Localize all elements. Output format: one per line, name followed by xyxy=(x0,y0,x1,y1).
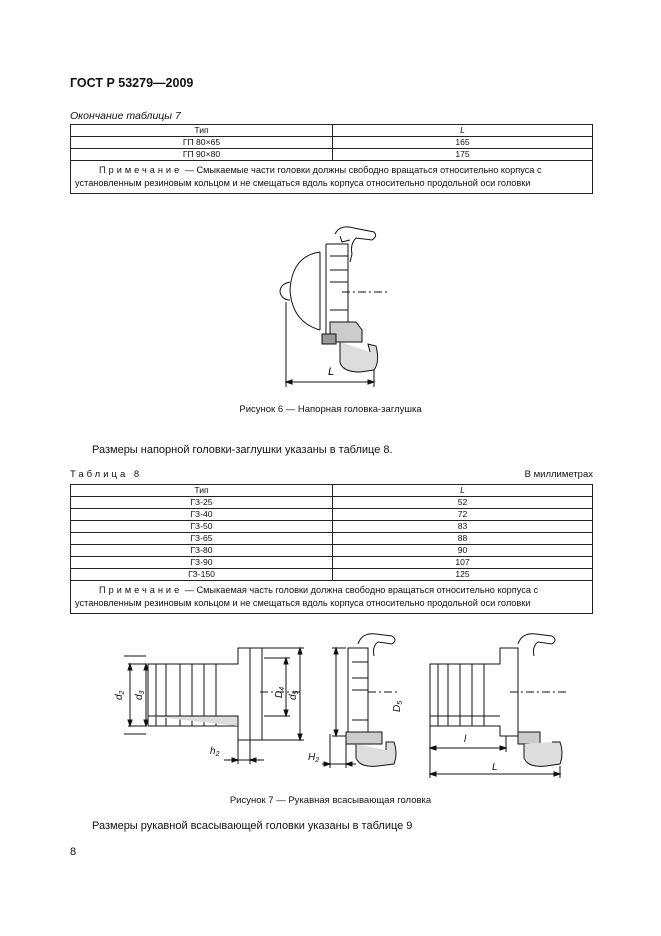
table-header-row: Тип L xyxy=(70,124,593,137)
cell-type: ГЗ-80 xyxy=(70,544,333,557)
col-header-L: L xyxy=(332,124,593,137)
table-note-row: Примечание — Смыкаемая часть головки дол… xyxy=(70,580,593,614)
cell-L: 72 xyxy=(332,508,593,521)
table-note: Примечание — Смыкаемая часть головки дол… xyxy=(70,580,593,614)
label-d3: d3 xyxy=(134,690,146,700)
table-note-row: Примечание — Смыкаемые части головки дол… xyxy=(70,160,593,194)
figure7-caption: Рисунок 7 — Рукавная всасывающая головка xyxy=(229,795,432,806)
table-note: Примечание — Смыкаемые части головки дол… xyxy=(70,160,593,194)
table7: Тип L ГП 80×65 165 ГП 90×80 175 Примечан… xyxy=(70,124,593,194)
col-header-type: Тип xyxy=(70,124,333,137)
cell-L: 165 xyxy=(332,136,593,149)
cell-type: ГП 90×80 xyxy=(70,148,333,161)
table8-caption: Таблица 8 xyxy=(70,469,143,480)
cell-L: 88 xyxy=(332,532,593,545)
cell-L: 107 xyxy=(332,556,593,569)
cell-type: ГЗ-90 xyxy=(70,556,333,569)
col-header-type: Тип xyxy=(70,484,333,497)
label-D5: D5 xyxy=(392,701,404,712)
cell-L: 175 xyxy=(332,148,593,161)
figure6-caption: Рисунок 6 — Напорная головка-заглушка xyxy=(239,404,422,415)
figure6-drawing: L xyxy=(279,226,388,387)
label-l: l xyxy=(464,734,467,745)
cell-type: ГП 80×65 xyxy=(70,136,333,149)
cell-L: 90 xyxy=(332,544,593,557)
cell-L: 125 xyxy=(332,568,593,581)
cell-type: ГЗ-65 xyxy=(70,532,333,545)
label-H2: H2 xyxy=(308,752,319,764)
note-word: Примечание xyxy=(99,585,183,595)
table-header-row: Тип L xyxy=(70,484,593,497)
table8-units: В миллиметрах xyxy=(524,469,593,480)
note-word: Примечание xyxy=(99,165,183,175)
col-header-L: L xyxy=(332,484,593,497)
cell-L: 52 xyxy=(332,496,593,509)
page-number: 8 xyxy=(70,846,77,858)
cell-L: 83 xyxy=(332,520,593,533)
label-d2: d2 xyxy=(114,690,126,700)
paragraph-table8-ref: Размеры напорной головки-заглушки указан… xyxy=(92,444,393,456)
document-id: ГОСТ Р 53279—2009 xyxy=(70,76,194,90)
cell-type: ГЗ-150 xyxy=(70,568,333,581)
cell-type: ГЗ-40 xyxy=(70,508,333,521)
cell-type: ГЗ-25 xyxy=(70,496,333,509)
label-h2: h2 xyxy=(210,746,220,758)
note-text: — Смыкаемая часть головки должна свободн… xyxy=(75,585,539,608)
note-text: — Смыкаемые части головки должны свободн… xyxy=(75,165,542,188)
figure7-drawing: d2 d3 D4 d5 h2 D5 H2 l L xyxy=(114,633,568,778)
label-d5: d5 xyxy=(288,690,300,700)
dimension-label-L: L xyxy=(328,366,334,378)
table-row: ГП 80×65 165 xyxy=(70,136,593,149)
table-row: ГП 90×80 175 xyxy=(70,148,593,161)
paragraph-table9-ref: Размеры рукавной всасывающей головки ука… xyxy=(92,820,413,832)
table7-caption: Окончание таблицы 7 xyxy=(70,110,181,122)
label-L: L xyxy=(492,762,498,773)
label-D4: D4 xyxy=(274,687,286,698)
cell-type: ГЗ-50 xyxy=(70,520,333,533)
